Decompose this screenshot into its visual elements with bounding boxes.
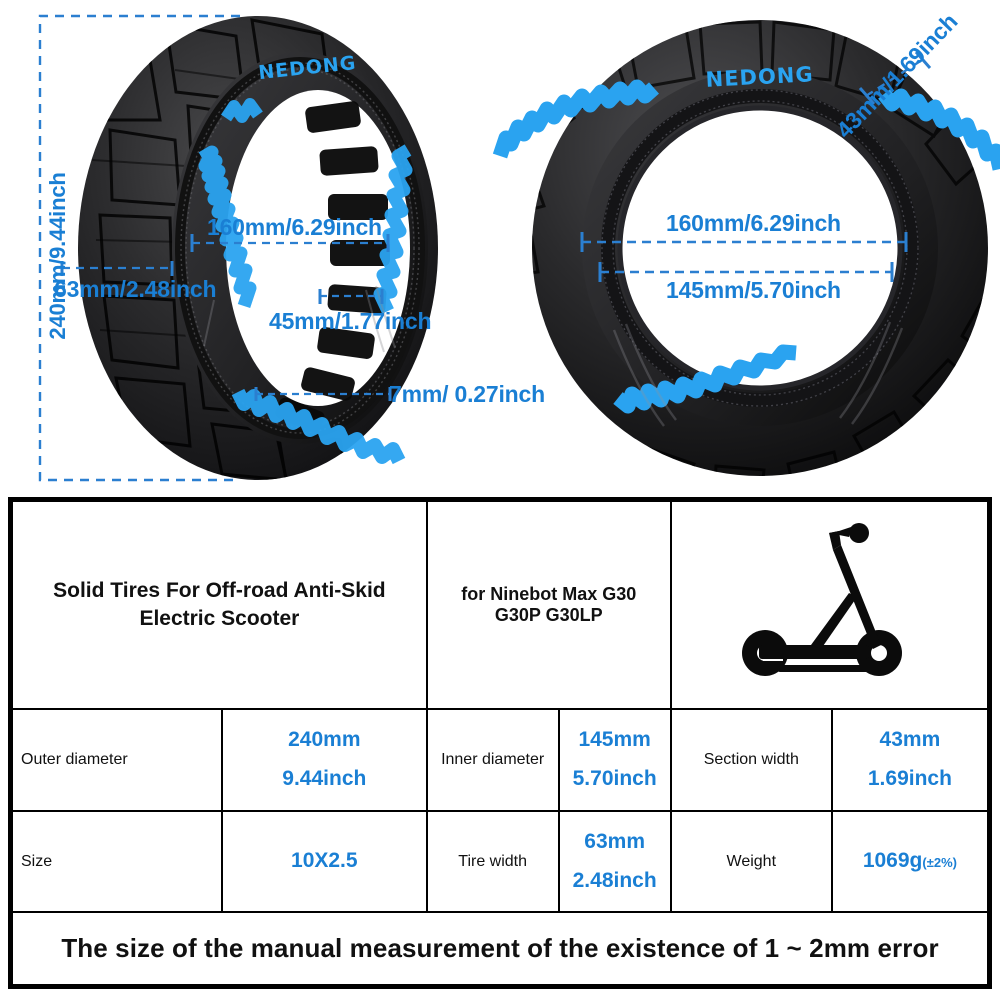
- product-title: Solid Tires For Off-road Anti-Skid Elect…: [53, 578, 386, 631]
- compatibility-cell: for Ninebot Max G30 G30P G30LP: [425, 499, 672, 711]
- value-mm: 63mm: [584, 829, 645, 853]
- cell-label: Outer diameter: [21, 750, 128, 768]
- label-section-width: Section width: [669, 708, 833, 812]
- specification-table: Solid Tires For Off-road Anti-Skid Elect…: [8, 497, 992, 989]
- dim-label-left-inner-160: 160mm/6.29inch: [207, 214, 382, 240]
- dimension-lines: [38, 14, 932, 482]
- value-size: 10X2.5: [220, 809, 428, 914]
- value-mm: 43mm: [879, 728, 941, 752]
- footer-note-cell: The size of the manual measurement of th…: [11, 911, 989, 986]
- label-inner-diameter: Inner diameter: [425, 708, 560, 812]
- dim-label-tread-7mm: 7mm/ 0.27inch: [389, 381, 545, 407]
- brand-logo-right: NEDONG: [705, 62, 814, 92]
- dim-label-hole-45: 45mm/1.77inch: [269, 308, 432, 334]
- dim-label-right-inner-160: 160mm/6.29inch: [666, 210, 841, 236]
- cell-label: Tire width: [458, 852, 528, 870]
- dim-label-outer-diameter: 240mm/9.44inch: [45, 172, 70, 340]
- value-grams: 1069g: [862, 849, 923, 873]
- product-title-cell: Solid Tires For Off-road Anti-Skid Elect…: [11, 499, 428, 711]
- cell-label: Inner diameter: [441, 750, 545, 768]
- table-row-header: Solid Tires For Off-road Anti-Skid Elect…: [11, 499, 990, 711]
- scooter-icon-cell: [669, 499, 990, 711]
- label-outer-diameter: Outer diameter: [11, 708, 223, 812]
- dim-label-right-inner-145: 145mm/5.70inch: [666, 277, 841, 303]
- compatibility-text: for Ninebot Max G30 G30P G30LP: [461, 584, 637, 626]
- electric-scooter-icon: [742, 522, 903, 676]
- value-mm: 240mm: [288, 728, 361, 752]
- table-row-specs-2: Size 10X2.5 Tire width 63mm 2.48inch Wei…: [11, 809, 990, 914]
- value-weight: 1069g(±2%): [830, 809, 990, 914]
- label-size: Size: [11, 809, 223, 914]
- left-tire-graphic: [78, 16, 438, 480]
- value-mm: 145mm: [578, 728, 651, 752]
- value-inch: 5.70inch: [572, 766, 657, 790]
- value-inch: 2.48inch: [572, 868, 657, 892]
- cell-label: Weight: [726, 852, 777, 870]
- cell-label: Size: [21, 852, 53, 870]
- footer-note: The size of the manual measurement of th…: [61, 933, 939, 964]
- value-outer-diameter: 240mm 9.44inch: [220, 708, 428, 812]
- label-tire-width: Tire width: [425, 809, 560, 914]
- value-inch: 1.69inch: [867, 766, 952, 790]
- value-inch: 9.44inch: [282, 766, 367, 790]
- label-weight: Weight: [669, 809, 833, 914]
- table-row-specs-1: Outer diameter 240mm 9.44inch Inner diam…: [11, 708, 990, 812]
- cell-label: Section width: [703, 750, 799, 768]
- dim-label-tire-width-63: 63mm/2.48inch: [54, 276, 217, 302]
- value-tolerance: (±2%): [922, 855, 957, 871]
- value-inner-diameter: 145mm 5.70inch: [557, 708, 672, 812]
- value-section-width: 43mm 1.69inch: [830, 708, 990, 812]
- value-tire-width: 63mm 2.48inch: [557, 809, 672, 914]
- value-mm: 10X2.5: [291, 849, 358, 873]
- tire-diagram: NEDONG: [0, 0, 1000, 492]
- tire-illustration-svg: NEDONG: [38, 14, 1000, 482]
- right-tire-graphic: [492, 20, 1000, 476]
- table-row-footer: The size of the manual measurement of th…: [11, 911, 989, 986]
